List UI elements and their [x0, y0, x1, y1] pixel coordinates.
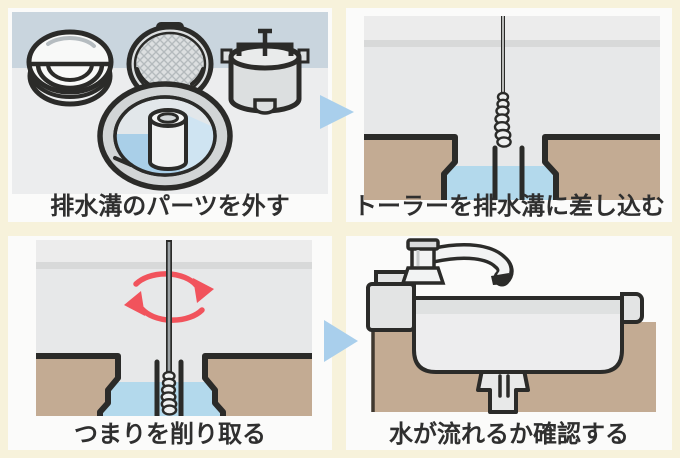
faucet-ledge: [366, 282, 416, 332]
toiler-wire-tool: [493, 16, 512, 148]
next-step-arrow-icon: [320, 95, 354, 129]
drain-pipe-walls: [154, 359, 184, 416]
step-caption: 水が流れるか確認する: [389, 421, 629, 448]
step-caption: トーラーを排水溝に差し込む: [353, 193, 665, 220]
drain-lid-part: [26, 29, 114, 107]
toiler-insert-illustration: [364, 16, 660, 200]
step-3-scrape-clog-panel: つまりを削り取る: [8, 236, 332, 450]
toiler-coil-tip: [493, 91, 512, 148]
ground-cross-section: [36, 353, 312, 416]
drain-pipe-walls: [492, 145, 525, 200]
scrape-clog-illustration: [36, 240, 312, 416]
water-flow-check-illustration: [350, 238, 668, 416]
trap-cup-part: [220, 28, 310, 115]
toiler-coil-tip: [160, 370, 178, 416]
drain-pipe-stub: [148, 108, 188, 171]
strainer-basket-part: [126, 22, 214, 104]
step-2-insert-toiler-panel: トーラーを排水溝に差し込む: [346, 8, 672, 222]
faucet: [400, 238, 514, 287]
drain-parts-illustration: [12, 12, 328, 194]
drain-opening: [97, 81, 233, 191]
sink-drain-pipe: [476, 368, 530, 414]
step-caption: 排水溝のパーツを外す: [50, 193, 290, 220]
water-flow-lines: [498, 374, 510, 398]
sink-right-lip: [620, 292, 644, 324]
drain-water: [444, 166, 556, 200]
step-1-remove-parts-panel: 排水溝のパーツを外す: [8, 8, 332, 222]
step-4-check-water-panel: 水が流れるか確認する: [346, 236, 672, 450]
faucet-spout-tip: [491, 273, 509, 285]
next-step-arrow-icon: [324, 320, 358, 362]
ground-cross-section: [364, 134, 660, 200]
sink-basin: [412, 296, 624, 374]
toiler-rod-inserted: [160, 240, 178, 416]
step-caption: つまりを削り取る: [74, 421, 266, 448]
